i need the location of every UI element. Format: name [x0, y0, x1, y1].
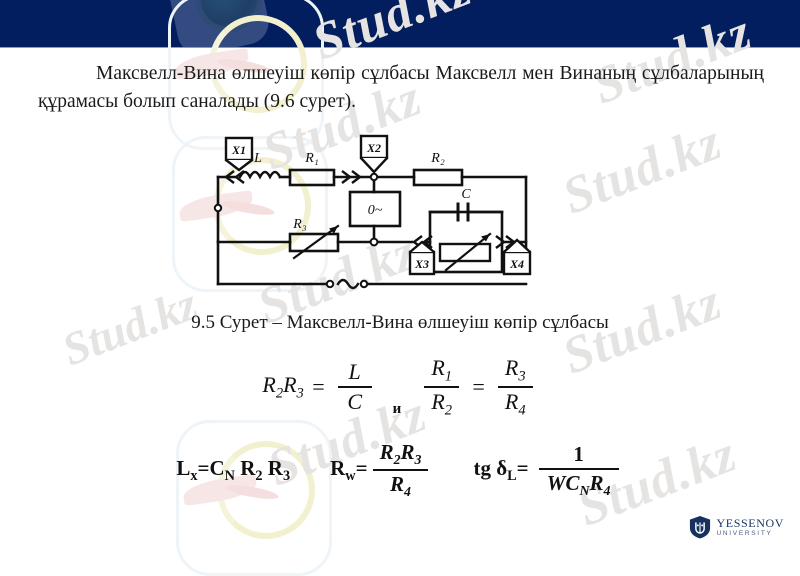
svg-text:Х2: Х2 [366, 141, 381, 155]
formula-lhs: R2R3 [262, 372, 304, 402]
fraction-r1-over-r2: R1 R2 [424, 355, 460, 420]
formula-lx-equals-cn-r2-r3: Lx=CN R2 R3 [176, 456, 290, 485]
conjunction-label: и [392, 400, 402, 417]
header-divider [0, 47, 800, 48]
fraction-bar [337, 386, 372, 389]
formula-r1-over-r2-equals-r3-over-r4: R1 R2 = R3 R4 [419, 355, 537, 420]
svg-text:C: C [461, 187, 471, 202]
connector-x2: Х2 [359, 134, 389, 174]
svg-text:Х1: Х1 [231, 143, 246, 157]
fraction-denominator: R4 [390, 472, 411, 500]
fraction-numerator: R1 [431, 355, 453, 385]
fraction-denominator: R4 [504, 389, 526, 419]
fraction-r2r3-over-r4: R2R3 R4 [372, 440, 429, 500]
circuit-diagram-figure: Х1 Х2 Х3 Х4 L R₁ R₂ R₃ C 0~ [178, 130, 560, 295]
watermark-text: Stud.kz [555, 113, 730, 226]
logo-subtitle: UNIVERSITY [716, 529, 773, 537]
fraction-denominator: R2 [431, 389, 453, 419]
maxwell-wien-bridge-diagram: Х1 Х2 Х3 Х4 L R₁ R₂ R₃ C 0~ [213, 134, 532, 290]
svg-text:0~: 0~ [368, 203, 383, 218]
formula-row-1: R2R3 = L C и R1 R2 = R3 R4 [0, 355, 800, 420]
figure-caption: 9.5 Сурет – Максвелл-Вина өлшеуіш көпір … [191, 312, 609, 333]
connector-x3: Х3 [408, 240, 436, 276]
formula-r2r3-equals-l-over-c: R2R3 = L C [262, 359, 376, 415]
fraction-numerator: 1 [573, 441, 584, 466]
fraction-bar [372, 469, 429, 472]
formula-row-2: Lx=CN R2 R3 Rw= R2R3 R4 tg δL= 1 WCNR4 [0, 440, 800, 500]
fraction-bar [497, 386, 533, 389]
fraction-1-over-wcnr4: 1 WCNR4 [538, 441, 619, 499]
svg-text:R₂: R₂ [430, 151, 445, 166]
fraction-l-over-c: L C [337, 359, 372, 415]
connector-x4: Х4 [502, 238, 532, 276]
fraction-denominator: WCNR4 [546, 470, 611, 498]
svg-text:L: L [253, 151, 262, 166]
fraction-bar [538, 467, 619, 470]
fraction-r3-over-r4: R3 R4 [497, 355, 533, 420]
header-bar [0, 0, 800, 48]
fraction-bar [424, 386, 460, 389]
fraction-numerator: L [348, 359, 361, 385]
fraction-numerator: R2R3 [379, 440, 422, 468]
svg-text:R₃: R₃ [292, 217, 307, 232]
svg-text:Х3: Х3 [414, 257, 429, 271]
equals-sign: = [310, 374, 326, 400]
formula-text: Lx=CN R2 R3 [176, 455, 291, 484]
fraction-numerator: R3 [504, 355, 526, 385]
svg-text:R₁: R₁ [304, 151, 318, 166]
formula-tg-delta-l: tg δL= 1 WCNR4 [473, 442, 623, 499]
svg-text:Х4: Х4 [509, 257, 524, 271]
fraction-denominator: C [347, 389, 363, 415]
formula-lhs: Rw= [330, 455, 368, 484]
body-paragraph: Максвелл-Вина өлшеуіш көпір сұлбасы Макс… [38, 63, 764, 112]
logo-name: YESSENOV [716, 515, 784, 530]
connector-x1: Х1 [224, 136, 254, 172]
equals-sign: = [471, 374, 486, 400]
formula-lhs: tg δL= [473, 455, 529, 484]
shield-logo-icon [689, 516, 710, 539]
yessenov-university-logo: YESSENOV UNIVERSITY [689, 515, 784, 539]
formula-rw-equals-r2r3-over-r4: Rw= R2R3 R4 [330, 440, 433, 500]
